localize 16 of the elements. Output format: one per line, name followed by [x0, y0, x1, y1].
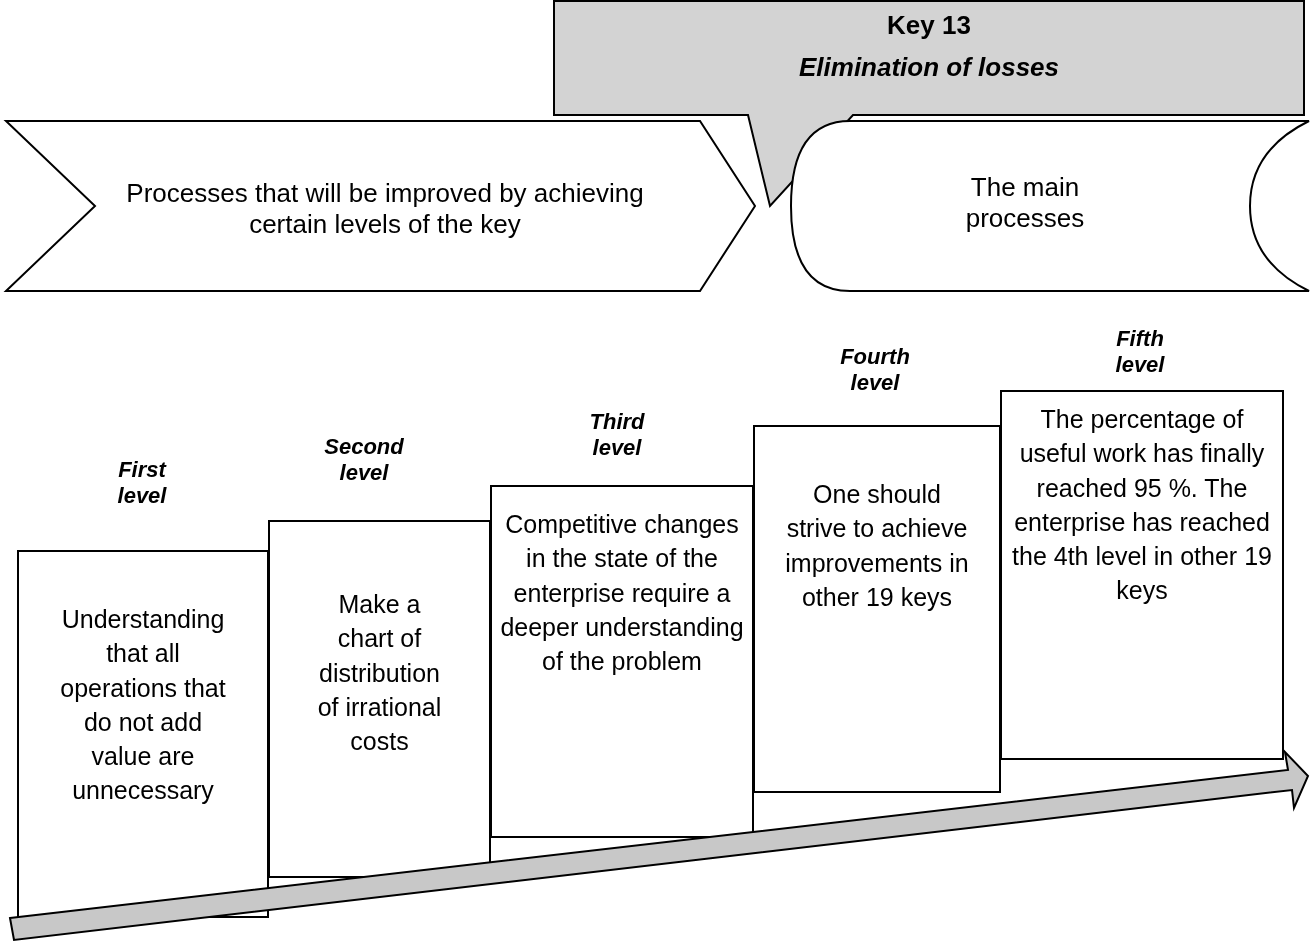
- level-text: Make a chart of distribution of irrational costs: [316, 589, 443, 757]
- chevron-text: Processes that will be improved by achieving certain levels of the key: [125, 178, 645, 241]
- level-text: The percentage of useful work has finally reached 95 %. The enterprise has reached the 4th level in other 19 keys: [1012, 404, 1272, 607]
- level-text: One should strive to achieve improvements in other 19 keys: [785, 479, 969, 613]
- level-label: First level: [116, 457, 168, 510]
- process-shape: [790, 120, 1310, 292]
- level-label: Fourth level: [839, 344, 911, 397]
- level-text: Competitive changes in the state of the enterprise require a deeper understanding of the problem: [500, 509, 744, 677]
- level-label: Fifth level: [1114, 326, 1166, 379]
- callout-heading: Key 13: [886, 10, 972, 42]
- level-label: Third level: [588, 409, 646, 462]
- chevron-shape: [5, 120, 757, 292]
- level-label: Second level: [323, 434, 405, 487]
- callout-subtitle: Elimination of losses: [797, 52, 1061, 84]
- level-text: Understanding that all operations that do not add value are unnecessary: [59, 604, 227, 807]
- process-text: The main processes: [964, 172, 1086, 235]
